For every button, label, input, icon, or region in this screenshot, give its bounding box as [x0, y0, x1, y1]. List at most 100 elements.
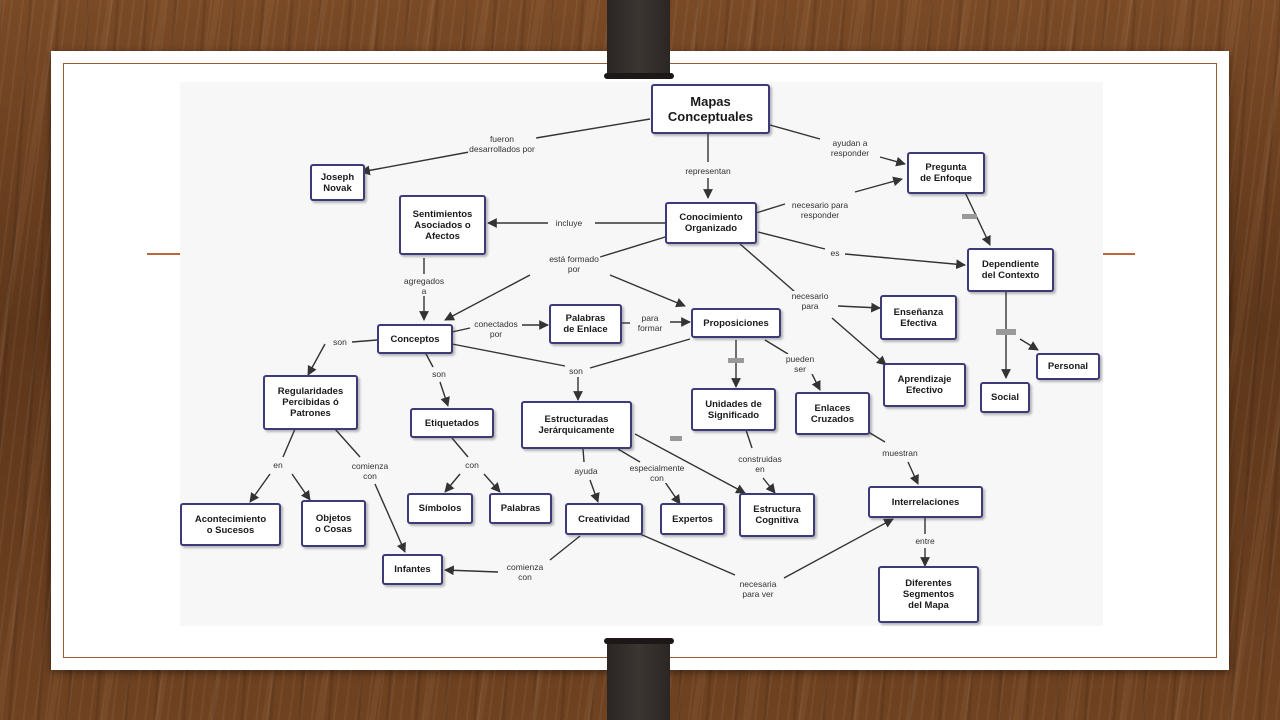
node-personal: Personal — [1036, 353, 1100, 380]
node-palabras: Palabras — [489, 493, 552, 524]
line-conoc-necesario-para — [739, 243, 796, 293]
node-regularidades: Regularidades Percibidas ó Patrones — [263, 375, 358, 430]
label-son-regularidades: son — [332, 337, 348, 347]
label-necesaria: necesaria para ver — [738, 579, 778, 599]
node-social: Social — [980, 382, 1030, 413]
node-expertos: Expertos — [660, 503, 725, 535]
line-conceptos-son — [351, 339, 378, 343]
line-reg-en — [282, 428, 296, 458]
label-comienza-con-2: comienza con — [505, 562, 545, 582]
line-proposiciones-son3 — [589, 338, 691, 369]
arrow-muestran-interrelaciones — [907, 461, 919, 485]
arrow-necesario-pregunta — [854, 176, 903, 193]
arrow-estr-estructura — [634, 433, 746, 494]
label-necesario-para: necesario para — [790, 291, 830, 311]
label-en: en — [272, 460, 284, 470]
line-mapas-fueron — [529, 118, 651, 140]
label-construidas: construidas en — [737, 454, 783, 474]
arrow-ayuda-creatividad — [589, 479, 600, 503]
node-sentimientos: Sentimientos Asociados o Afectos — [399, 195, 486, 255]
label-agregados: agregados a — [402, 276, 446, 296]
label-pueden-ser: pueden ser — [784, 354, 816, 374]
node-dependiente-contexto: Dependiente del Contexto — [967, 248, 1054, 292]
line-etiq-con — [451, 437, 469, 458]
line-conoc-necesario — [755, 203, 786, 214]
node-aprendizaje-efectivo: Aprendizaje Efectivo — [883, 363, 966, 407]
node-ensenanza-efectiva: Enseñanza Efectiva — [880, 295, 957, 340]
node-enlaces-cruzados: Enlaces Cruzados — [795, 392, 870, 435]
label-entre: entre — [914, 536, 936, 546]
arrow-son-regularidades — [307, 343, 326, 376]
node-joseph-novak: Joseph Novak — [310, 164, 365, 201]
line-reg-comienza — [334, 428, 361, 458]
line-conoc-es — [757, 231, 826, 250]
label-ayuda: ayuda — [573, 466, 599, 476]
node-interrelaciones: Interrelaciones — [868, 486, 983, 518]
top-strap — [607, 0, 670, 78]
arrow-construidas-estructura — [762, 477, 776, 494]
node-conceptos: Conceptos — [377, 324, 453, 354]
line-mapas-ayudan — [769, 124, 821, 140]
node-acontecimiento: Acontecimiento o Sucesos — [180, 503, 281, 546]
node-mapas-conceptuales: Mapas Conceptuales — [651, 84, 770, 134]
line-estr-especialmente — [617, 448, 641, 463]
arrow-en-objetos — [291, 473, 311, 501]
node-objetos: Objetos o Cosas — [301, 500, 366, 547]
label-necesario-responder: necesario para responder — [790, 200, 850, 220]
concept-map: Mapas Conceptuales Joseph Novak Pregunta… — [180, 82, 1103, 626]
node-conocimiento-organizado: Conocimiento Organizado — [665, 202, 757, 244]
node-etiquetados: Etiquetados — [410, 408, 494, 438]
arrow-formado-conceptos — [444, 274, 531, 321]
label-esta-formado: está formado por — [548, 254, 600, 274]
node-unidades-significado: Unidades de Significado — [691, 388, 776, 431]
node-diferentes-segmentos: Diferentes Segmentos del Mapa — [878, 566, 979, 623]
label-fueron: fueron desarrollados por — [468, 134, 536, 154]
label-ayudan: ayudan a responder — [829, 138, 871, 158]
label-comienza-con: comienza con — [350, 461, 390, 481]
arrow-dependiente-personal — [1019, 338, 1039, 351]
line-conceptos-son3 — [451, 343, 566, 367]
arrow-especialmente-expertos — [664, 481, 681, 505]
node-estructura-cognitiva: Estructura Cognitiva — [739, 493, 815, 537]
label-especialmente: especialmente con — [628, 463, 686, 483]
arrow-con-palabras — [483, 473, 501, 493]
concept-map-connectors — [249, 118, 1039, 579]
arrow-en-acontecimiento — [249, 473, 271, 503]
node-palabras-enlace: Palabras de Enlace — [549, 304, 622, 344]
label-representan: representan — [684, 166, 732, 176]
bottom-strap-end — [604, 638, 674, 644]
line-creat-comienza — [549, 535, 581, 561]
node-simbolos: Símbolos — [407, 493, 473, 524]
node-creatividad: Creatividad — [565, 503, 643, 535]
arrow-comienza-infantes2 — [444, 565, 499, 576]
label-conectados: conectados por — [473, 319, 519, 339]
arrow-es-dependiente — [844, 253, 966, 270]
arrow-con-simbolos — [444, 473, 461, 493]
right-accent-line — [1103, 253, 1135, 255]
top-strap-end — [604, 73, 674, 79]
node-proposiciones: Proposiciones — [691, 308, 781, 338]
arrow-comienza-infantes — [374, 483, 406, 553]
arrow-son-etiquetados — [439, 381, 450, 407]
label-son-estructuradas: son — [568, 366, 584, 376]
label-son-etiquetados: son — [431, 369, 447, 379]
arrow-necesario-aprendizaje — [831, 317, 887, 366]
node-pregunta-enfoque: Pregunta de Enfoque — [907, 152, 985, 194]
line-conceptos-conectados — [451, 327, 471, 333]
line-conceptos-son2 — [424, 351, 434, 368]
node-estructuradas: Estructuradas Jerárquicamente — [521, 401, 632, 449]
left-accent-line — [147, 253, 180, 255]
line-creat-necesaria — [639, 533, 736, 576]
line-unid-construidas — [745, 429, 753, 449]
line-estr-ayuda — [582, 448, 585, 463]
line-prop-pueden — [764, 339, 789, 355]
line-conoc-formado — [599, 233, 676, 258]
label-con: con — [464, 460, 480, 470]
arrow-ayudan-pregunta — [879, 156, 906, 167]
node-infantes: Infantes — [382, 554, 443, 585]
label-incluye: incluye — [554, 218, 584, 228]
arrow-pueden-enlaces — [811, 373, 821, 391]
label-muestran: muestran — [881, 448, 919, 458]
label-es: es — [829, 248, 841, 258]
arrow-fueron-joseph — [360, 149, 481, 176]
